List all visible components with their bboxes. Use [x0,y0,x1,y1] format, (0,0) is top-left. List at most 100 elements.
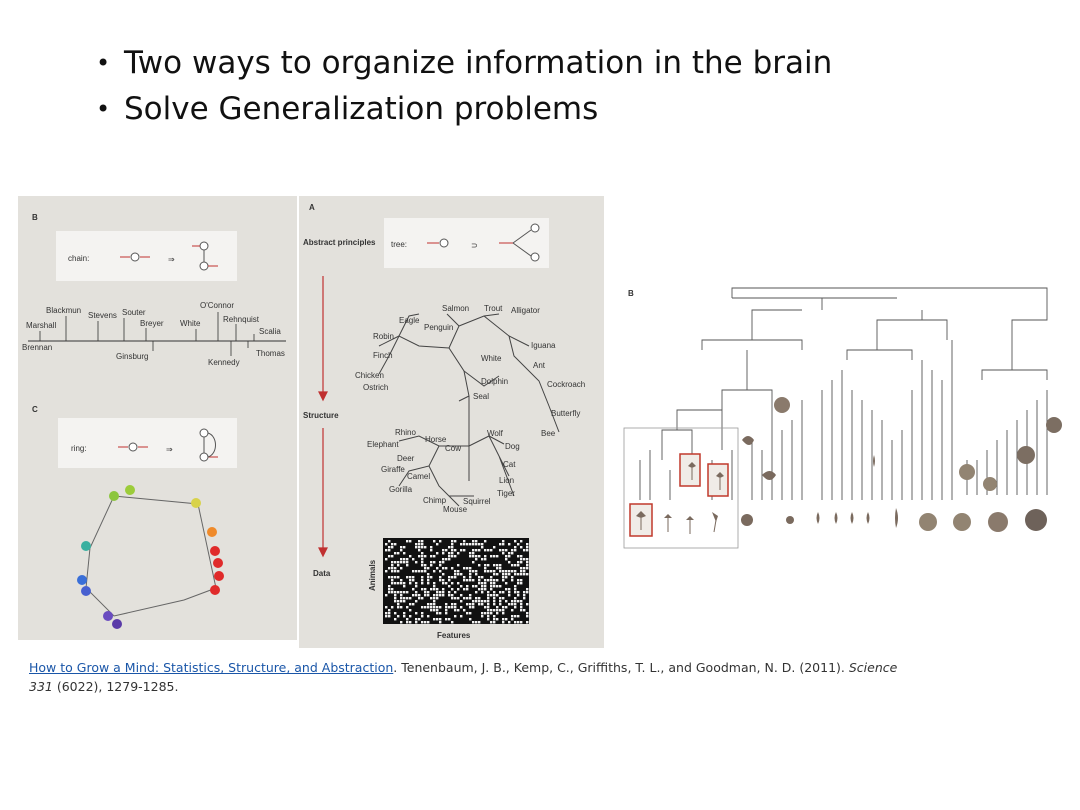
matrix-cell [391,567,394,570]
matrix-cell [526,564,529,567]
matrix-cell [490,576,493,579]
matrix-cell [454,615,457,618]
matrix-cell [424,588,427,591]
matrix-cell [433,597,436,600]
animal-label: Mouse [443,505,468,514]
matrix-cell [520,573,523,576]
matrix-cell [484,585,487,588]
matrix-cell [490,582,493,585]
matrix-cell [496,564,499,567]
matrix-cell [502,540,505,543]
matrix-cell [511,570,514,573]
matrix-cell [502,618,505,621]
matrix-cell [436,543,439,546]
matrix-cell [472,561,475,564]
matrix-cell [496,573,499,576]
matrix-cell [475,558,478,561]
matrix-cell [394,561,397,564]
matrix-cell [502,609,505,612]
matrix-cell [502,606,505,609]
matrix-cell [469,612,472,615]
matrix-cell [430,561,433,564]
matrix-cell [427,573,430,576]
dendrogram-graphic: B [623,287,1062,549]
level-abstract-label: Abstract principles [303,238,376,247]
matrix-cell [520,600,523,603]
matrix-cell [496,579,499,582]
matrix-cell [403,558,406,561]
matrix-cell [463,543,466,546]
matrix-cell [421,540,424,543]
animal-label: Cow [445,444,461,453]
matrix-cell [442,567,445,570]
matrix-cell [475,543,478,546]
matrix-cell [421,558,424,561]
matrix-cell [517,594,520,597]
matrix-cell [493,570,496,573]
matrix-cell [490,609,493,612]
matrix-cell [391,561,394,564]
matrix-cell [385,543,388,546]
matrix-cell [454,555,457,558]
matrix-cell [487,600,490,603]
matrix-cell [505,555,508,558]
chain-formula-label: chain: [68,254,89,263]
matrix-cell [517,561,520,564]
matrix-cell [496,567,499,570]
matrix-cell [394,618,397,621]
matrix-cell [394,570,397,573]
matrix-cell [454,540,457,543]
matrix-cell [526,603,529,606]
matrix-cell [514,621,517,624]
matrix-cell [508,561,511,564]
matrix-cell [442,558,445,561]
matrix-cell [385,615,388,618]
matrix-cell [430,597,433,600]
matrix-cell [415,612,418,615]
matrix-cell [433,540,436,543]
matrix-cell [517,579,520,582]
matrix-cell [478,564,481,567]
matrix-cell [451,549,454,552]
matrix-cell [520,570,523,573]
matrix-cell [481,588,484,591]
matrix-cell [505,588,508,591]
matrix-cell [400,591,403,594]
panel-a-graphic: A Abstract principles Structure Data tre… [303,203,585,640]
animal-label: Deer [397,454,415,463]
matrix-cell [472,543,475,546]
animal-label: Ostrich [363,383,388,392]
animal-label: Butterfly [551,409,580,418]
justice-label: Breyer [140,319,164,328]
matrix-cell [490,570,493,573]
matrix-cell [508,552,511,555]
matrix-cell [475,585,478,588]
matrix-cell [400,582,403,585]
matrix-cell [406,597,409,600]
matrix-cell [403,597,406,600]
matrix-cell [421,612,424,615]
matrix-cell [445,603,448,606]
matrix-cell [406,558,409,561]
matrix-y-label: Animals [368,559,377,591]
matrix-cell [520,606,523,609]
matrix-cell [472,621,475,624]
animal-label: Penguin [424,323,453,332]
matrix-cell [433,606,436,609]
matrix-cell [478,600,481,603]
matrix-cell [430,564,433,567]
matrix-cell [481,576,484,579]
matrix-cell [478,597,481,600]
citation-link[interactable]: How to Grow a Mind: Statistics, Structur… [29,660,394,675]
animal-label: Horse [425,435,447,444]
matrix-cell [421,552,424,555]
matrix-cell [469,567,472,570]
matrix-cell [502,591,505,594]
matrix-cell [406,540,409,543]
justice-label: Ginsburg [116,352,148,361]
matrix-cell [487,594,490,597]
matrix-cell [481,558,484,561]
matrix-cell [484,555,487,558]
justice-label: Brennan [22,343,52,352]
matrix-cell [442,594,445,597]
